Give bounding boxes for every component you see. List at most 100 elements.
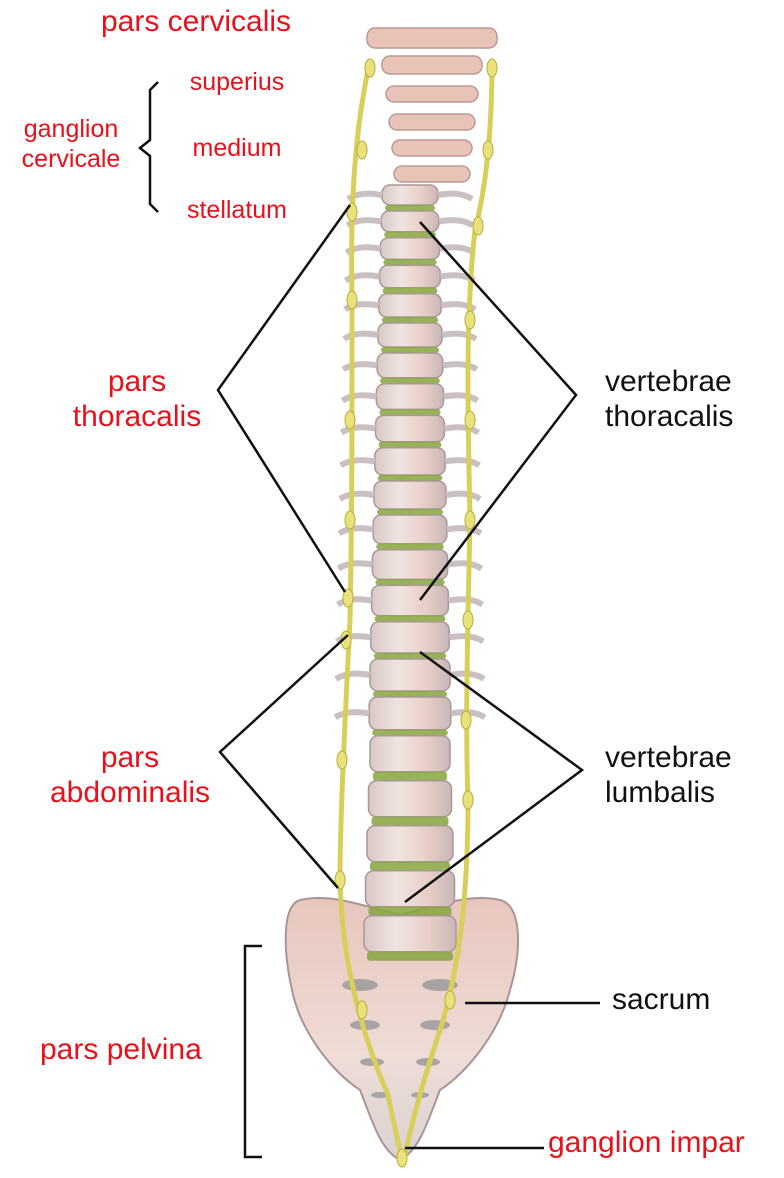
thoracic-vertebra [376,384,443,410]
label-vertebrae-thoracalis-line1: vertebrae [605,364,775,399]
ganglion-node [465,311,475,329]
ganglion-node [397,1149,407,1167]
intervertebral-disc [373,772,447,781]
cervical-vertebra [386,86,478,102]
intervertebral-disc [375,616,446,622]
cervical-vertebra [392,140,472,156]
intervertebral-disc [383,259,436,265]
label-pars-abdominalis: pars abdominalis [40,740,220,811]
vertebral-column [335,28,497,961]
intervertebral-disc [380,378,440,384]
ganglion-node [365,59,375,77]
leader-pars-abdominalis [220,635,348,888]
ganglion-node [345,511,355,529]
label-stellatum: stellatum [172,196,302,226]
rib-stub [341,460,375,465]
bracket-ganglion-cervicale [140,82,158,212]
ganglion-node [465,511,475,529]
label-vertebrae-thoracalis-line2: thoracalis [605,399,775,434]
label-pars-pelvina: pars pelvina [40,1032,240,1067]
intervertebral-disc [372,817,449,826]
ganglion-node [463,791,473,809]
label-sacrum: sacrum [612,982,752,1017]
ganglion-node [461,711,471,729]
ganglion-node [465,411,475,429]
label-vertebrae-lumbalis-line1: vertebrae [605,740,775,775]
label-vertebrae-lumbalis: vertebrae lumbalis [605,740,775,811]
thoracic-vertebra [372,585,449,615]
intervertebral-disc [383,288,438,294]
thoracic-vertebra [376,415,445,441]
lumbar-vertebra [370,736,450,772]
label-ganglion-impar: ganglion impar [548,1125,778,1160]
intervertebral-disc [382,317,438,323]
intervertebral-disc [373,691,447,697]
cervical-vertebra [394,166,470,182]
thoracic-vertebra [369,697,451,730]
rib-stub [448,599,482,604]
label-pars-abdominalis-line1: pars [40,740,220,775]
intervertebral-disc [376,544,444,550]
cervical-vertebra [382,56,482,74]
thoracic-vertebra [382,185,438,205]
label-vertebrae-thoracalis: vertebrae thoracalis [605,364,775,435]
ganglion-node [337,751,347,769]
rib-stub [439,220,473,225]
intervertebral-disc [369,907,452,916]
intervertebral-disc [379,442,442,448]
lumbar-vertebra [369,781,452,817]
ganglion-node [357,141,367,159]
label-superius: superius [172,68,302,98]
thoracic-vertebra [377,353,443,378]
lumbar-vertebra [367,826,453,862]
rib-stub [443,364,477,369]
label-vertebrae-lumbalis-line2: lumbalis [605,775,775,810]
intervertebral-disc [370,862,450,871]
label-ganglion-cervicale: ganglion cervicale [6,115,136,174]
thoracic-vertebra [372,550,447,580]
ganglion-node [347,291,357,309]
cervical-vertebra [367,28,497,48]
ganglion-node [357,1001,367,1019]
label-pars-thoracalis: pars thoracalis [52,364,222,435]
label-pars-abdominalis-line2: abdominalis [40,775,220,810]
intervertebral-disc [367,952,453,961]
ganglion-node [487,59,497,77]
rib-stub [446,494,480,499]
label-medium: medium [172,134,302,164]
ganglion-node [445,991,455,1009]
thoracic-vertebra [371,622,449,653]
label-pars-thoracalis-line1: pars [52,364,222,399]
rib-stub [342,427,376,432]
ganglion-node [463,611,473,629]
label-pars-cervicalis: pars cervicalis [86,4,306,39]
rib-stub [336,674,370,679]
intervertebral-disc [381,347,439,353]
intervertebral-disc [379,409,440,415]
rib-stub [342,395,376,400]
rib-stub [444,427,478,432]
rib-stub [448,563,482,568]
ganglion-node [345,411,355,429]
thoracic-vertebra [379,294,441,317]
ganglion-node [473,217,483,235]
thoracic-vertebra [373,515,447,544]
intervertebral-disc [372,730,448,736]
label-ganglion-cervicale-line2: cervicale [6,145,136,175]
intervertebral-disc [374,653,446,659]
label-pars-thoracalis-line2: thoracalis [52,399,222,434]
label-ganglion-cervicale-line1: ganglion [6,115,136,145]
thoracic-vertebra [380,238,439,260]
rib-stub [338,563,372,568]
thoracic-vertebra [380,265,441,287]
rib-stub [344,334,378,339]
lumbar-vertebra [364,916,456,952]
thoracic-vertebra [381,211,439,232]
leader-pars-thoracalis [218,205,350,592]
thoracic-vertebra [374,481,446,509]
rib-stub [343,364,377,369]
rib-stub [445,460,479,465]
bracket-pars-pelvina [245,946,262,1157]
rib-stub [339,528,373,533]
intervertebral-disc [378,475,442,481]
